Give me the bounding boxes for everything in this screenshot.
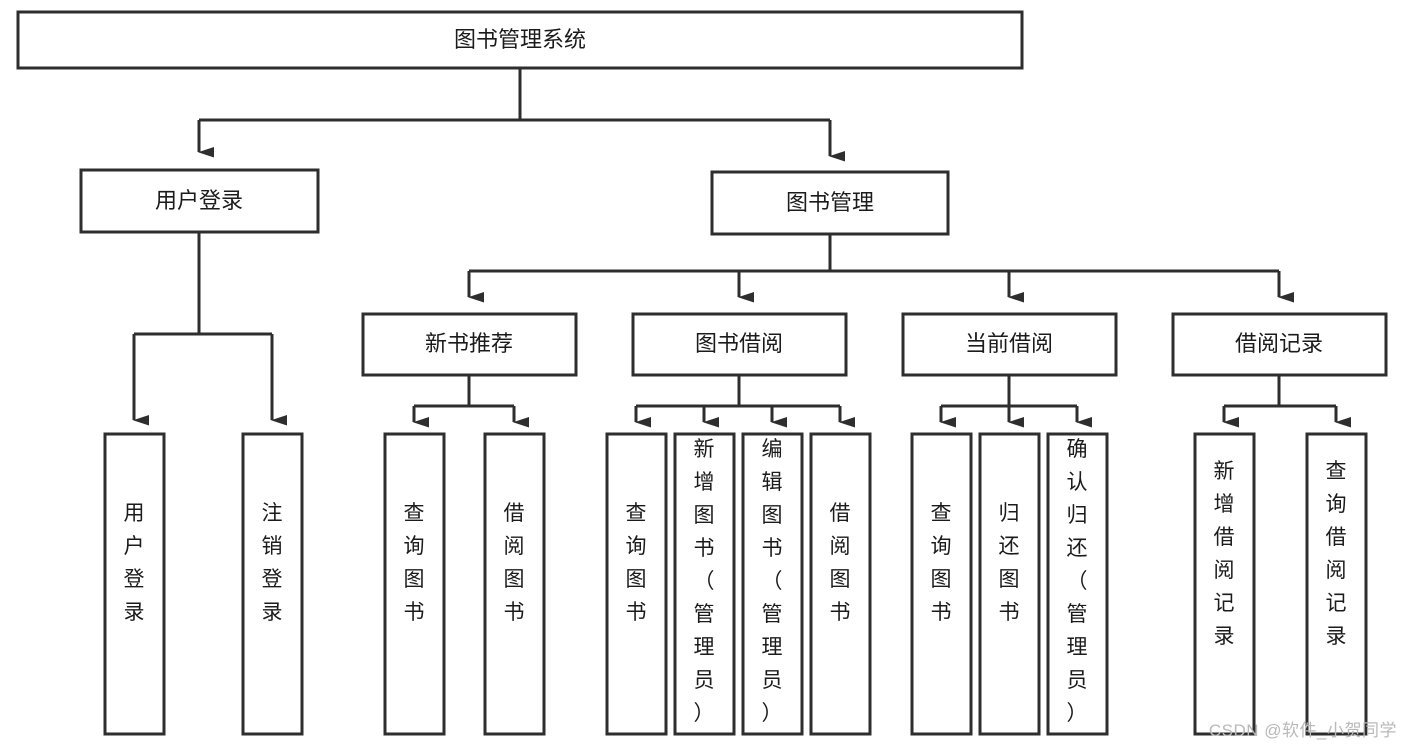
leaf-query-record[interactable]: 查询借阅记录: [1305, 432, 1368, 736]
leaf-query-book-3[interactable]: 查询图书: [910, 432, 973, 736]
leaf-query-book-3-label: 查询图书: [931, 502, 952, 624]
node-new-book-recommend-label: 新书推荐: [425, 331, 513, 356]
node-user-login-label: 用户登录: [155, 188, 243, 213]
leaf-logout-login-label: 注销登录: [262, 502, 283, 624]
leaf-borrow-book-1-rect: [483, 432, 546, 736]
leaf-query-book-2-rect: [605, 432, 668, 736]
leaf-query-book-2-label: 查询图书: [626, 502, 647, 624]
leaf-add-record[interactable]: 新增借阅记录: [1193, 432, 1256, 736]
leaf-add-record-label: 新增借阅记录: [1214, 460, 1235, 648]
node-borrow-record[interactable]: 借阅记录: [1171, 312, 1388, 377]
leaf-edit-book-rect: [741, 432, 804, 736]
leaf-confirm-return-rect: [1046, 432, 1109, 736]
node-title-label: 图书管理系统: [454, 27, 586, 52]
leaf-borrow-book-2-rect: [809, 432, 872, 736]
node-borrow-record-rect: [1171, 312, 1388, 377]
node-title-box[interactable]: 图书管理系统: [16, 10, 1024, 70]
node-user-login[interactable]: 用户登录: [79, 168, 320, 234]
leaf-user-login-label: 用户登录: [124, 502, 145, 624]
leaf-logout-login[interactable]: 注销登录: [241, 432, 304, 736]
node-new-book-recommend[interactable]: 新书推荐: [361, 312, 578, 377]
leaf-confirm-return[interactable]: 确认归还（管理员）: [1046, 432, 1109, 736]
leaf-add-book-label: 新增图书（管理员）: [694, 438, 715, 725]
node-book-borrow-label: 图书借阅: [695, 331, 783, 356]
node-book-borrow[interactable]: 图书借阅: [631, 312, 848, 377]
node-current-borrow-rect: [901, 312, 1118, 377]
node-book-management[interactable]: 图书管理: [710, 170, 950, 236]
leaf-user-login-rect: [103, 432, 166, 736]
node-new-book-recommend-rect: [361, 312, 578, 377]
leaf-add-book[interactable]: 新增图书（管理员）: [673, 432, 736, 736]
leaf-query-record-rect: [1305, 432, 1368, 736]
leaf-query-book-1[interactable]: 查询图书: [383, 432, 446, 736]
leaf-borrow-book-2[interactable]: 借阅图书: [809, 432, 872, 736]
leaf-add-book-rect: [673, 432, 736, 736]
leaf-query-book-2[interactable]: 查询图书: [605, 432, 668, 736]
leaf-query-book-3-rect: [910, 432, 973, 736]
leaf-edit-book-label: 编辑图书（管理员）: [762, 438, 783, 725]
node-book-management-label: 图书管理: [786, 190, 874, 215]
node-title-box-rect: [16, 10, 1024, 70]
node-user-login-rect: [79, 168, 320, 234]
node-book-management-rect: [710, 170, 950, 236]
leaf-borrow-book-1-label: 借阅图书: [504, 502, 525, 624]
csdn-watermark: CSDN @软件_小贺同学: [1208, 721, 1397, 740]
leaf-query-record-label: 查询借阅记录: [1326, 460, 1347, 648]
leaf-return-book[interactable]: 归还图书: [978, 432, 1041, 736]
leaf-confirm-return-label: 确认归还（管理员）: [1067, 438, 1088, 725]
node-current-borrow[interactable]: 当前借阅: [901, 312, 1118, 377]
leaf-edit-book[interactable]: 编辑图书（管理员）: [741, 432, 804, 736]
node-book-borrow-rect: [631, 312, 848, 377]
leaf-logout-login-rect: [241, 432, 304, 736]
leaf-query-book-1-label: 查询图书: [404, 502, 425, 624]
leaf-borrow-book-2-label: 借阅图书: [830, 502, 851, 624]
leaf-user-login[interactable]: 用户登录: [103, 432, 166, 736]
leaf-return-book-rect: [978, 432, 1041, 736]
connector-layer: [132, 68, 1351, 428]
node-current-borrow-label: 当前借阅: [965, 331, 1053, 356]
leaf-add-record-rect: [1193, 432, 1256, 736]
node-borrow-record-label: 借阅记录: [1235, 331, 1323, 356]
leaf-return-book-label: 归还图书: [999, 502, 1020, 624]
leaf-borrow-book-1[interactable]: 借阅图书: [483, 432, 546, 736]
leaf-query-book-1-rect: [383, 432, 446, 736]
